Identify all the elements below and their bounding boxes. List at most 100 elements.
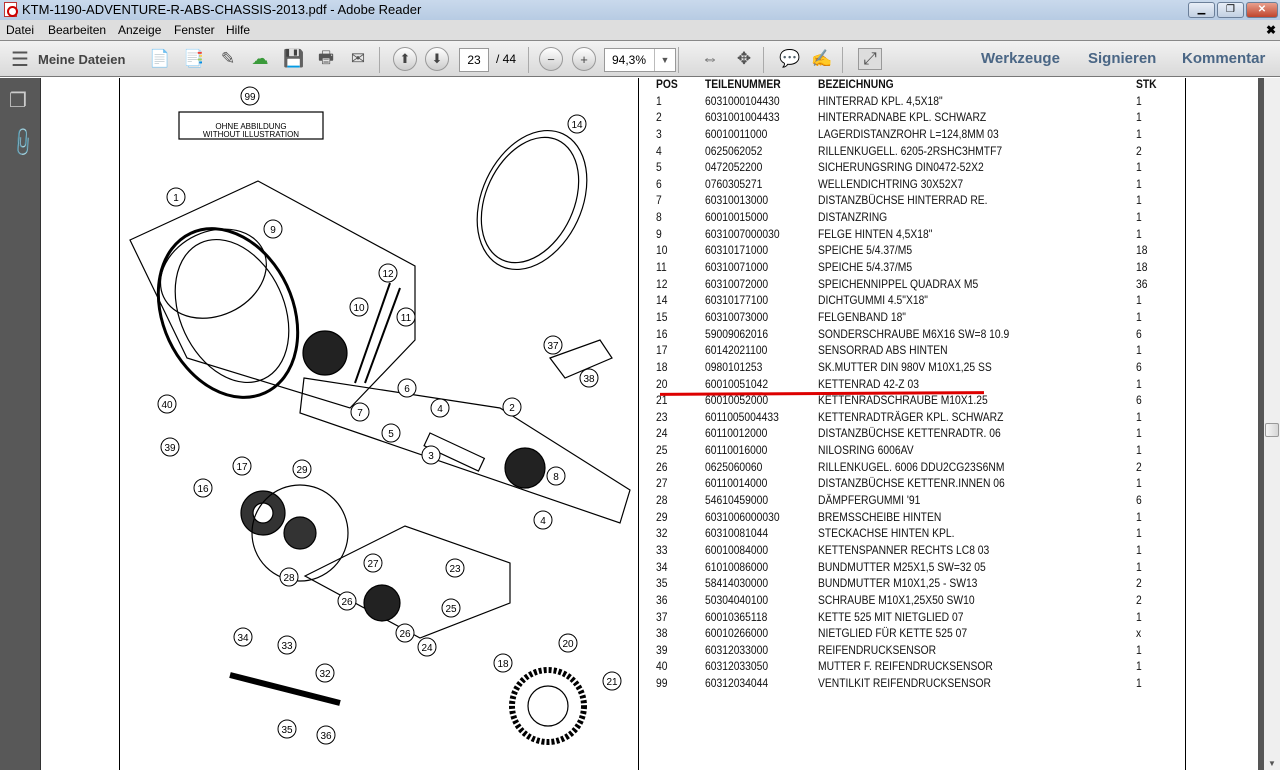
page-number-input[interactable]: 23 [459,48,489,72]
callout-2: 2 [502,397,522,417]
cell-part-number: 60010052000 [705,393,769,408]
callout-label: 10 [353,303,365,314]
cell-qty: 1 [1136,526,1142,541]
pages-icon[interactable]: ❐ [9,90,27,112]
menu-bearbeiten[interactable]: Bearbeiten [48,23,107,37]
cell-description: BREMSSCHEIBE HINTEN [818,509,942,524]
callout-circle [558,633,578,653]
zoom-select[interactable]: 94,3%▼ [604,48,676,72]
cell-qty: 1 [1136,376,1142,391]
upload-cloud-icon[interactable]: ☁ [251,49,269,68]
cell-description: KETTENRADSCHRAUBE M10X1.25 [818,393,988,408]
create-pdf-icon[interactable]: 📄 [149,49,171,68]
divider [678,47,679,73]
menu-icon[interactable]: ☰ [11,48,29,71]
callout-11: 11 [396,307,416,327]
comment-pane-button[interactable]: Kommentar [1182,50,1266,67]
zoom-in-button[interactable]: + [572,47,596,71]
fit-page-icon[interactable]: ✥ [736,49,752,68]
email-icon[interactable]: ✉ [350,49,366,68]
fit-width-icon[interactable]: ⇔ [701,49,719,68]
menu-datei[interactable]: Datei [6,23,35,37]
close-button[interactable]: ✕ [1246,2,1278,18]
cell-qty: 1 [1136,309,1142,324]
save-icon[interactable]: 💾 [283,49,305,68]
my-files-button[interactable]: Meine Dateien [38,52,126,67]
cell-part-number: 6031001004433 [705,110,780,125]
callout-circle [279,567,299,587]
callout-32: 32 [315,663,335,683]
print-icon[interactable]: 🖶 [317,47,335,67]
callout-circle [417,637,437,657]
callout-circle [567,114,587,134]
cell-description: REIFENDRUCKSENSOR [818,642,937,657]
callout-label: 32 [319,669,331,680]
menu-fenster[interactable]: Fenster [174,23,215,37]
cell-description: KETTENRAD 42-Z 03 [818,376,919,391]
chevron-down-icon[interactable]: ▼ [654,49,675,71]
fullscreen-icon[interactable]: ⤢ [858,48,882,70]
cell-pos: 27 [656,476,668,491]
cell-qty: 2 [1136,592,1142,607]
cell-qty: 18 [1136,243,1148,258]
cell-qty: 1 [1136,210,1142,225]
cell-part-number: 60310171000 [705,243,769,258]
callout-label: 3 [428,451,434,462]
cell-pos: 9 [656,226,662,241]
callout-23: 23 [445,558,465,578]
cell-part-number: 58414030000 [705,576,769,591]
callout-label: 8 [553,472,559,483]
minimize-button[interactable]: ▁ [1188,2,1215,18]
callout-label: 35 [281,725,293,736]
document-page [42,78,1258,770]
scroll-down-icon[interactable]: ▼ [1268,759,1276,768]
cell-qty: 6 [1136,393,1142,408]
restore-button[interactable]: ❐ [1217,2,1244,18]
callout-circle [193,478,213,498]
callout-circle [263,219,283,239]
cell-qty: 1 [1136,293,1142,308]
callout-10: 10 [349,297,369,317]
tools-pane-button[interactable]: Werkzeuge [981,50,1060,67]
exploded-parts-diagram: OHNE ABBILDUNG WITHOUT ILLUSTRATION 9914… [129,86,631,745]
callout-circle [233,627,253,647]
cell-description: KETTENSPANNER RECHTS LC8 03 [818,542,990,557]
sign-doc-icon[interactable]: ✎ [220,49,236,68]
cell-description: RILLENKUGEL. 6006 DDU2CG23S6NM [818,459,1005,474]
next-page-button[interactable]: ⬇ [425,47,449,71]
cell-pos: 11 [656,260,667,275]
comment-bubble-icon[interactable]: 💬 [779,49,801,68]
edit-pdf-icon[interactable]: 📑 [183,49,205,68]
zoom-out-button[interactable]: − [539,47,563,71]
callout-37: 37 [543,335,563,355]
callout-26: 26 [395,623,415,643]
vertical-scrollbar[interactable]: ▼ [1264,78,1280,770]
menu-hilfe[interactable]: Hilfe [226,23,251,37]
cell-pos: 17 [656,343,668,358]
menu-anzeige[interactable]: Anzeige [118,23,162,37]
scrollbar-thumb[interactable] [1265,423,1279,437]
callout-17: 17 [232,456,252,476]
callout-26: 26 [337,591,357,611]
callout-6: 6 [397,378,417,398]
cell-qty: 1 [1136,343,1142,358]
cell-pos: 4 [656,143,662,158]
sign-pane-button[interactable]: Signieren [1088,50,1157,67]
callout-38: 38 [579,368,599,388]
cell-pos: 1 [656,93,662,108]
callout-circle [395,623,415,643]
title-bar: KTM-1190-ADVENTURE-R-ABS-CHASSIS-2013.pd… [0,0,1280,20]
cell-pos: 14 [656,293,668,308]
highlight-text-icon[interactable]: ✍ [811,49,833,68]
attachment-icon[interactable]: 📎 [5,126,39,160]
cell-description: DISTANZBÜCHSE KETTENRADTR. 06 [818,426,1001,441]
cell-pos: 7 [656,193,662,208]
close-doc-icon[interactable]: ✖ [1266,23,1277,37]
callout-18: 18 [493,653,513,673]
previous-page-button[interactable]: ⬆ [393,47,417,71]
